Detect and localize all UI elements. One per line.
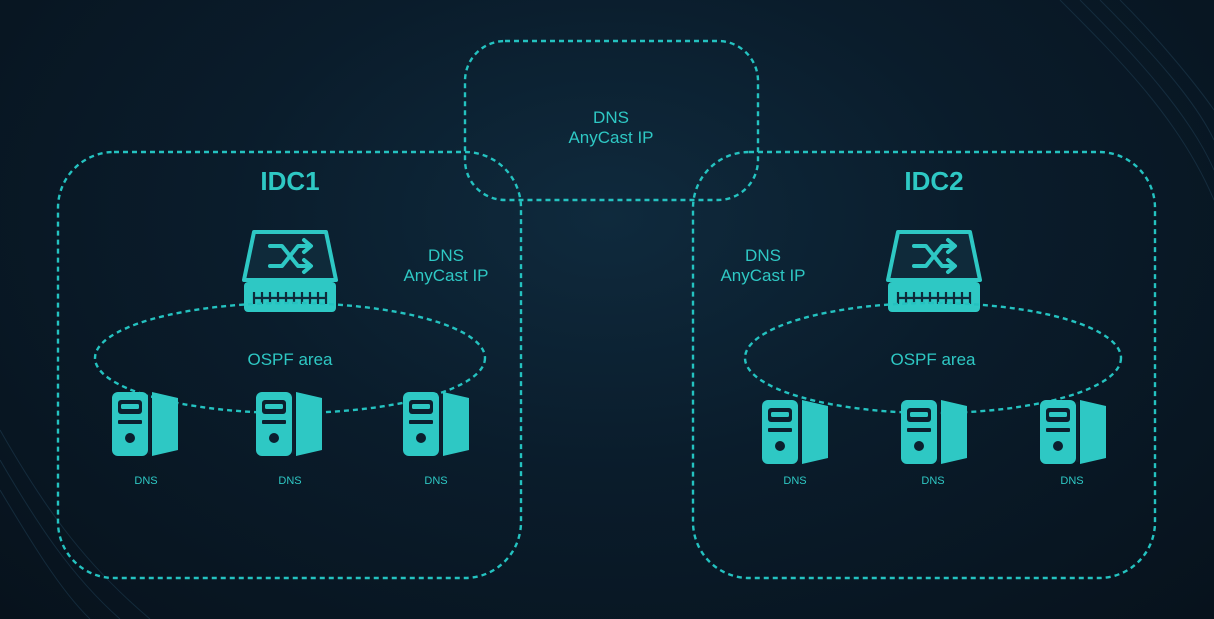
idc1-ospf-label: OSPF area <box>247 350 333 369</box>
idc2-anycast-line1: DNS <box>745 246 781 265</box>
idc1-anycast-line1: DNS <box>428 246 464 265</box>
server-icon <box>901 400 967 464</box>
server-icon <box>762 400 828 464</box>
idc2-server-label: DNS <box>921 475 944 487</box>
idc1-server-label: DNS <box>278 475 301 487</box>
idc1-server-label: DNS <box>134 475 157 487</box>
server-icon <box>403 392 469 456</box>
anycast-top-line2: AnyCast IP <box>568 128 653 147</box>
switch-icon <box>886 230 982 314</box>
server-icon <box>112 392 178 456</box>
idc1-boundary <box>56 150 523 580</box>
idc2-anycast-line2: AnyCast IP <box>720 266 805 285</box>
server-icon <box>256 392 322 456</box>
idc1-title: IDC1 <box>260 166 319 196</box>
idc1-anycast-line2: AnyCast IP <box>403 266 488 285</box>
idc2-title: IDC2 <box>904 166 963 196</box>
idc1-server-label: DNS <box>424 475 447 487</box>
idc2-server-label: DNS <box>783 475 806 487</box>
idc2-ospf-label: OSPF area <box>890 350 976 369</box>
server-icon <box>1040 400 1106 464</box>
idc2-server-label: DNS <box>1060 475 1083 487</box>
anycast-top-line1: DNS <box>593 108 629 127</box>
idc1-group: IDC1 DNS AnyCast IP OSPF area DNS DNS DN… <box>93 166 489 487</box>
anycast-top-boundary <box>463 39 760 202</box>
idc2-boundary <box>691 150 1157 580</box>
idc2-group: IDC2 DNS AnyCast IP OSPF area DNS DNS DN… <box>720 166 1123 487</box>
switch-icon <box>242 230 338 314</box>
idc2-ospf-area <box>743 301 1123 415</box>
